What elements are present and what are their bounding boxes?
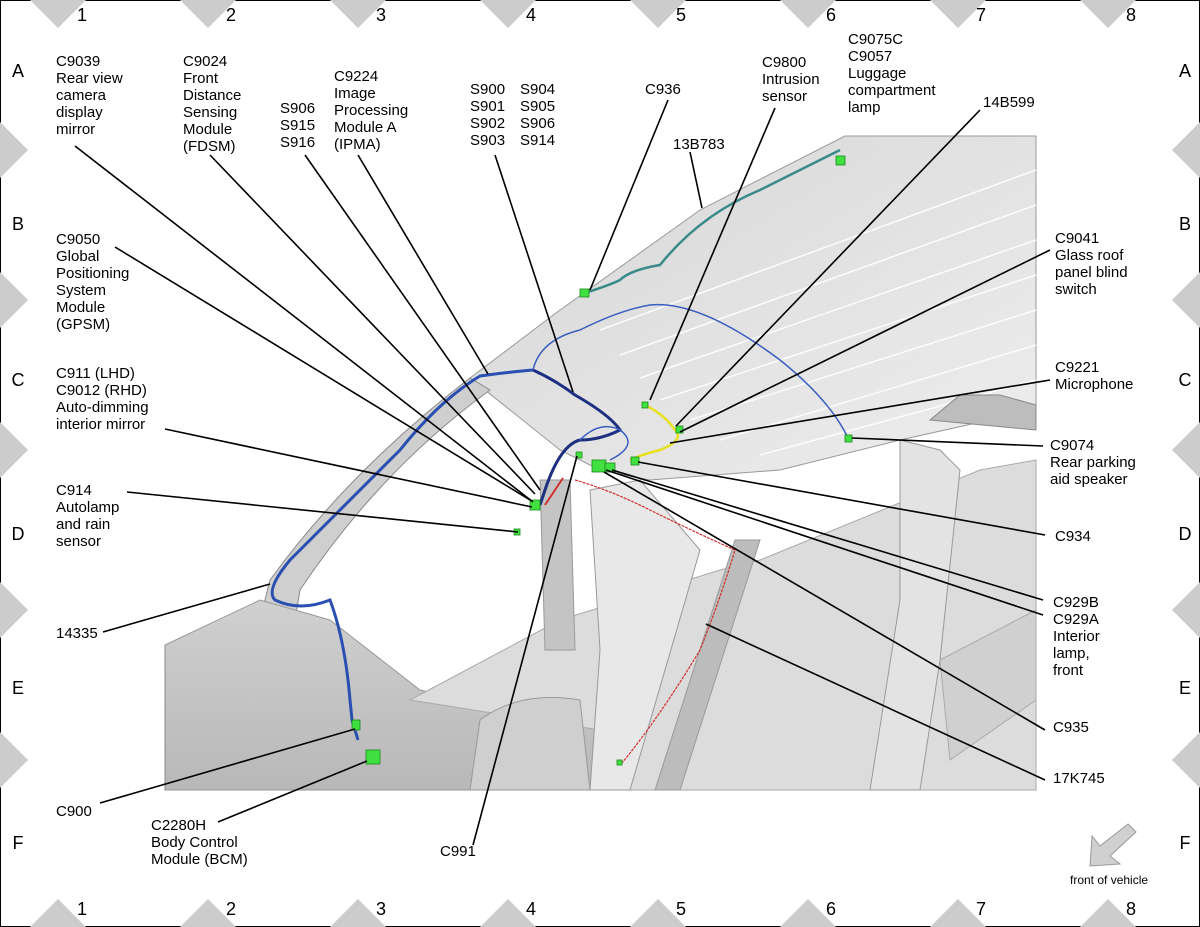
label-c900: C900: [56, 803, 92, 820]
label-s900-group: S900 S901 S902 S903: [470, 81, 509, 149]
grid-col-4: 4: [526, 899, 536, 919]
connector-c900: [351, 719, 361, 731]
grid-row-labels-left: A B C D E F: [12, 61, 25, 853]
label-17k745: 17K745: [1053, 770, 1105, 787]
label-s906-group: S906 S915 S916: [280, 100, 319, 151]
grid-row-c: C: [12, 370, 25, 390]
vehicle-body: [164, 135, 1037, 791]
grid-col-3: 3: [376, 5, 386, 25]
grid-col-7: 7: [976, 899, 986, 919]
harness-routing: [270, 148, 849, 766]
label-c9050: C9050 Global Positioning System Module (…: [56, 231, 134, 333]
connector-c2280h: [365, 749, 381, 765]
connector-c936: [579, 288, 590, 298]
grid-col-6: 6: [826, 5, 836, 25]
connector-17k745: [616, 759, 623, 766]
grid-col-3: 3: [376, 899, 386, 919]
connector-c9221: [675, 425, 684, 434]
grid-col-8: 8: [1126, 899, 1136, 919]
grid-col-1: 1: [77, 5, 87, 25]
label-14335: 14335: [56, 625, 98, 642]
grid-col-6: 6: [826, 899, 836, 919]
grid-col-8: 8: [1126, 5, 1136, 25]
grid-row-f: F: [13, 833, 24, 853]
label-14b599: 14B599: [983, 94, 1035, 111]
label-c935: C935: [1053, 719, 1089, 736]
connector-c9800: [641, 401, 649, 409]
label-c9041: C9041 Glass roof panel blind switch: [1055, 230, 1132, 298]
grid-row-d: D: [1179, 524, 1192, 544]
connector-c9074: [844, 434, 853, 443]
grid-row-a: A: [1179, 61, 1191, 81]
label-c9039: C9039 Rear view camera display mirror: [56, 53, 127, 138]
label-c911: C911 (LHD) C9012 (RHD) Auto-dimming inte…: [56, 365, 153, 433]
grid-col-1: 1: [77, 899, 87, 919]
grid-col-4: 4: [526, 5, 536, 25]
label-c9221: C9221 Microphone: [1055, 359, 1133, 393]
label-c9800: C9800 Intrusion sensor: [762, 54, 824, 105]
label-c991: C991: [440, 843, 476, 860]
connector-c9075c: [835, 155, 846, 166]
front-of-vehicle-label: front of vehicle: [1070, 873, 1148, 887]
label-c936: C936: [645, 81, 681, 98]
grid-row-e: E: [1179, 678, 1191, 698]
connector-c929: [591, 459, 607, 473]
connectors: [351, 155, 853, 766]
label-c2280h: C2280H Body Control Module (BCM): [151, 817, 248, 868]
grid-col-5: 5: [676, 899, 686, 919]
label-c9224: C9224 Image Processing Module A (IPMA): [334, 68, 412, 153]
label-c914: C914 Autolamp and rain sensor: [56, 482, 124, 550]
grid-row-e: E: [12, 678, 24, 698]
grid-row-c: C: [1179, 370, 1192, 390]
grid-row-labels-right: A B C D E F: [1179, 61, 1192, 853]
label-s904-group: S904 S905 S906 S914: [520, 81, 559, 149]
front-of-vehicle-indicator: front of vehicle: [1070, 823, 1148, 887]
grid-column-labels-top: 1 2 3 4 5 6 7 8: [77, 5, 1136, 25]
grid-col-7: 7: [976, 5, 986, 25]
label-13b783: 13B783: [673, 136, 725, 153]
label-c9024: C9024 Front Distance Sensing Module (FDS…: [183, 53, 246, 155]
label-c9074: C9074 Rear parking aid speaker: [1050, 437, 1140, 488]
grid-col-2: 2: [226, 899, 236, 919]
label-c934: C934: [1055, 528, 1091, 545]
grid-row-b: B: [12, 214, 24, 234]
callout-labels: C9039 Rear view camera display mirror C9…: [56, 31, 1140, 868]
label-c929: C929B C929A Interior lamp, front: [1053, 594, 1104, 679]
grid-column-labels-bottom: 1 2 3 4 5 6 7 8: [77, 899, 1136, 919]
connector-c991: [575, 451, 583, 459]
leader-lines: [74, 99, 1051, 846]
direction-arrow-icon: [1089, 823, 1137, 867]
grid-col-2: 2: [226, 5, 236, 25]
connector-c911: [529, 499, 541, 511]
label-c9075c: C9075C C9057 Luggage compartment lamp: [848, 31, 940, 116]
grid-row-f: F: [1180, 833, 1191, 853]
grid-col-5: 5: [676, 5, 686, 25]
connector-c934: [630, 456, 640, 466]
grid-row-d: D: [12, 524, 25, 544]
grid-row-b: B: [1179, 214, 1191, 234]
grid-row-a: A: [12, 61, 24, 81]
